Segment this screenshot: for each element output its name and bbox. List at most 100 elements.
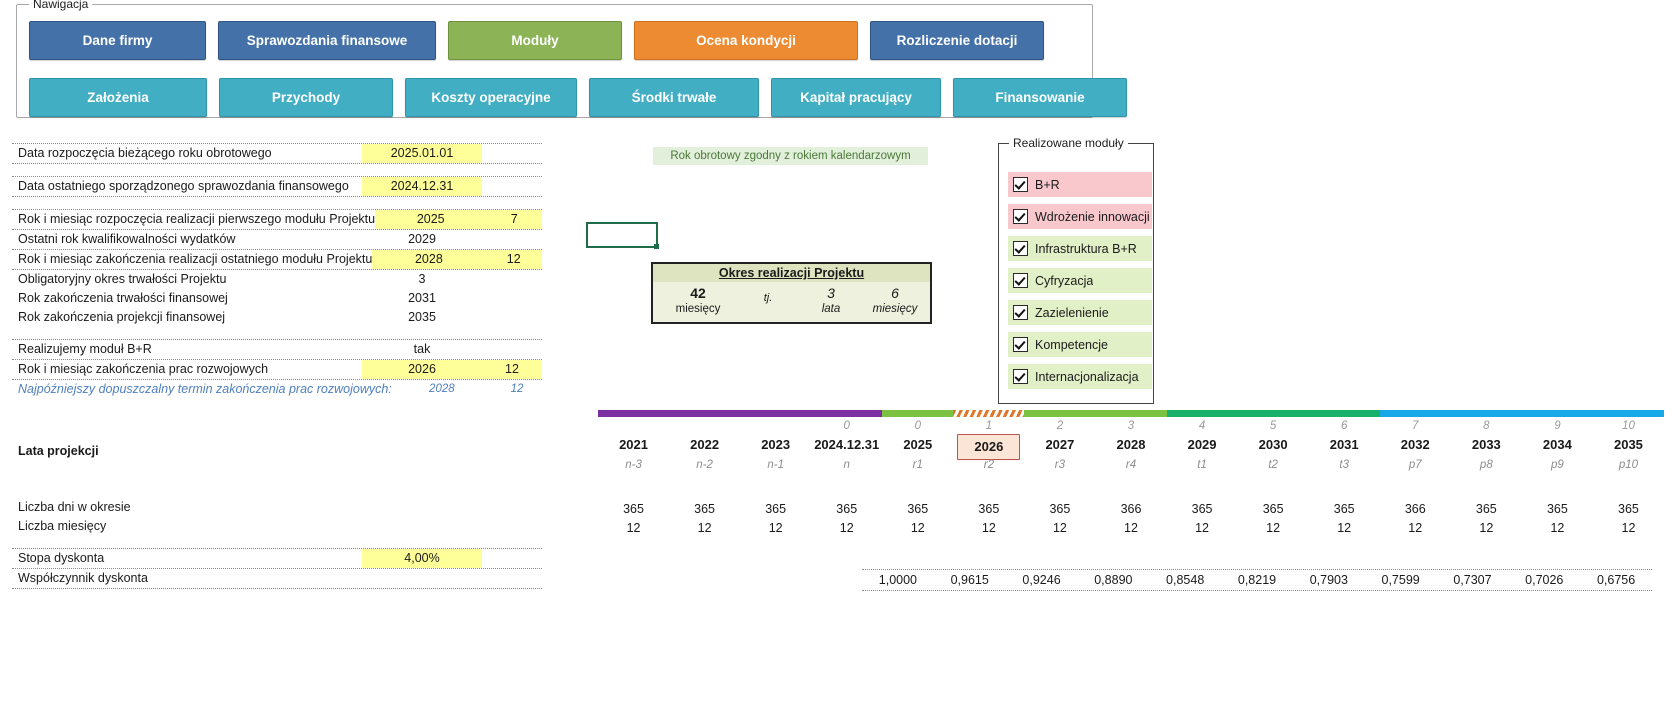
projection-year-cell[interactable]: 2026 — [953, 434, 1024, 460]
checkbox-checked-icon[interactable] — [1013, 305, 1028, 320]
param-value-primary[interactable]: 2026 — [362, 360, 482, 379]
param-value-primary[interactable]: 2025 — [375, 210, 487, 229]
module-item-wdrożenie-innowacji[interactable]: Wdrożenie innowacji — [1008, 204, 1152, 229]
module-item-zazielenienie[interactable]: Zazielenienie — [1008, 300, 1152, 325]
param-value-secondary[interactable]: 12 — [485, 250, 542, 269]
projection-year-cell[interactable]: 2021 — [619, 437, 648, 452]
discount-rate-value[interactable]: 4,00% — [362, 549, 482, 568]
nav-button-przychody[interactable]: Przychody — [219, 78, 393, 117]
projection-days-cell: 365 — [1618, 502, 1639, 516]
nav-button-kapitał-pracujący[interactable]: Kapitał pracujący — [771, 78, 941, 117]
projection-year-cell[interactable]: 2028 — [1116, 437, 1146, 452]
navigation-legend: Nawigacja — [29, 0, 93, 11]
modules-legend: Realizowane moduły — [1009, 136, 1128, 150]
checkbox-checked-icon[interactable] — [1013, 337, 1028, 352]
phase-bar-realizacja-b — [1024, 410, 1167, 417]
module-label: Kompetencje — [1035, 337, 1108, 352]
phase-bar-row — [598, 410, 1664, 417]
checkbox-checked-icon[interactable] — [1013, 209, 1028, 224]
projection-code-cell: r4 — [1125, 459, 1137, 471]
nav-button-moduły[interactable]: Moduły — [448, 21, 622, 60]
projection-days-cell: 365 — [978, 502, 1000, 516]
discount-factor-cell: 0,7307 — [1453, 573, 1492, 587]
projection-months-cell: 12 — [1052, 521, 1067, 535]
param-label: Rok i miesiąc zakończenia prac rozwojowy… — [18, 362, 269, 376]
param-label: Data rozpoczęcia bieżącego roku obrotowe… — [18, 146, 272, 160]
nav-button-ocena-kondycji[interactable]: Ocena kondycji — [634, 21, 858, 60]
checkbox-checked-icon[interactable] — [1013, 177, 1028, 192]
param-group-spacer — [12, 327, 542, 339]
projection-index-cell: 1 — [985, 420, 993, 432]
projection-code-cell: r2 — [983, 459, 994, 471]
projection-index-cell — [740, 418, 811, 434]
param-label: Rok zakończenia projekcji finansowej — [18, 310, 226, 324]
projection-days-cell: 365 — [1475, 502, 1497, 516]
param-label: Data ostatniego sporządzonego sprawozdan… — [18, 179, 349, 193]
projection-code-cell: r1 — [912, 459, 923, 471]
projection-months-cell: 12 — [1337, 521, 1352, 535]
param-row: Data rozpoczęcia bieżącego roku obrotowe… — [12, 143, 542, 164]
duration-months-unit: miesięcy — [872, 303, 918, 315]
param-value-primary[interactable]: 2025.01.01 — [362, 144, 482, 163]
param-row: Rok i miesiąc zakończenia prac rozwojowy… — [12, 360, 542, 380]
projection-year-cell[interactable]: 2032 — [1400, 437, 1430, 452]
discount-factor-cell: 0,9615 — [950, 573, 989, 587]
discount-factor-label: Współczynnik dyskonta — [18, 571, 148, 585]
module-item-internacjonalizacja[interactable]: Internacjonalizacja — [1008, 364, 1152, 389]
param-value-primary[interactable]: 2028 — [372, 250, 486, 269]
param-label: Obligatoryjny okres trwałości Projektu — [18, 272, 227, 286]
module-item-infrastruktura-b+r[interactable]: Infrastruktura B+R — [1008, 236, 1152, 261]
highlighted-year[interactable]: 2026 — [957, 434, 1021, 460]
nav-button-sprawozdania-finansowe[interactable]: Sprawozdania finansowe — [218, 21, 436, 60]
checkbox-checked-icon[interactable] — [1013, 273, 1028, 288]
module-item-cyfryzacja[interactable]: Cyfryzacja — [1008, 268, 1152, 293]
fill-handle[interactable] — [654, 244, 659, 249]
projection-year-cell[interactable]: 2029 — [1187, 437, 1217, 452]
projection-year-cell[interactable]: 2030 — [1258, 437, 1288, 452]
projection-year-cell[interactable]: 2031 — [1329, 437, 1359, 452]
projection-year-row: 2021 2022 2023 2024.12.31 2025 2026 2027 2028 20… — [598, 434, 1664, 460]
nav-button-założenia[interactable]: Założenia — [29, 78, 207, 117]
projection-year-cell[interactable]: 2035 — [1613, 437, 1643, 452]
module-label: Zazielenienie — [1035, 305, 1109, 320]
checkbox-checked-icon[interactable] — [1013, 369, 1028, 384]
duration-tj-label: tj. — [763, 292, 773, 304]
nav-button-dane-firmy[interactable]: Dane firmy — [29, 21, 206, 60]
projection-year-cell[interactable]: 2025 — [903, 437, 933, 452]
checkbox-checked-icon[interactable] — [1013, 241, 1028, 256]
projection-code-cell: n — [843, 459, 850, 471]
projection-months-cell: 12 — [768, 521, 783, 535]
param-group-spacer — [12, 197, 542, 209]
module-item-b+r[interactable]: B+R — [1008, 172, 1152, 197]
fiscal-year-note: Rok obrotowy zgodny z rokiem kalendarzow… — [653, 147, 928, 165]
projection-months-cell: 12 — [1124, 521, 1138, 535]
nav-button-koszty-operacyjne[interactable]: Koszty operacyjne — [405, 78, 577, 117]
param-value-secondary[interactable]: 12 — [482, 360, 542, 379]
nav-button-finansowanie[interactable]: Finansowanie — [953, 78, 1127, 117]
projection-months-cell: 12 — [1408, 521, 1423, 535]
discount-factor-row: Współczynnik dyskonta — [12, 569, 542, 589]
projection-year-cell[interactable]: 2033 — [1471, 437, 1501, 452]
phase-bar-prace-rozwojowe — [953, 410, 1025, 417]
param-row: Rok i miesiąc zakończenia realizacji ost… — [12, 249, 542, 270]
days-row-label: Liczba dni w okresie — [18, 500, 131, 514]
projection-year-cell[interactable]: 2022 — [690, 437, 720, 452]
selected-cell-cursor[interactable] — [586, 222, 659, 249]
projection-year-cell[interactable]: 2034 — [1542, 437, 1572, 452]
projection-months-cell: 12 — [626, 521, 641, 535]
param-value-primary[interactable]: 2024.12.31 — [362, 177, 482, 196]
param-label: Rok zakończenia trwałości finansowej — [18, 291, 228, 305]
nav-button-środki-trwałe[interactable]: Środki trwałe — [589, 78, 759, 117]
module-item-kompetencje[interactable]: Kompetencje — [1008, 332, 1152, 357]
discount-rate-label: Stopa dyskonta — [18, 551, 105, 565]
nav-button-rozliczenie-dotacji[interactable]: Rozliczenie dotacji — [870, 21, 1044, 60]
projection-year-cell[interactable]: 2023 — [761, 437, 791, 452]
parameters-list: Data rozpoczęcia bieżącego roku obrotowe… — [12, 143, 542, 399]
projection-year-cell[interactable]: 2024.12.31 — [814, 437, 880, 452]
projection-code-cell: t3 — [1339, 459, 1349, 471]
param-value-primary: 2028 — [429, 383, 455, 395]
param-value-secondary[interactable]: 7 — [486, 210, 542, 229]
projection-year-cell[interactable]: 2027 — [1045, 437, 1075, 452]
module-label: Internacjonalizacja — [1035, 369, 1139, 384]
